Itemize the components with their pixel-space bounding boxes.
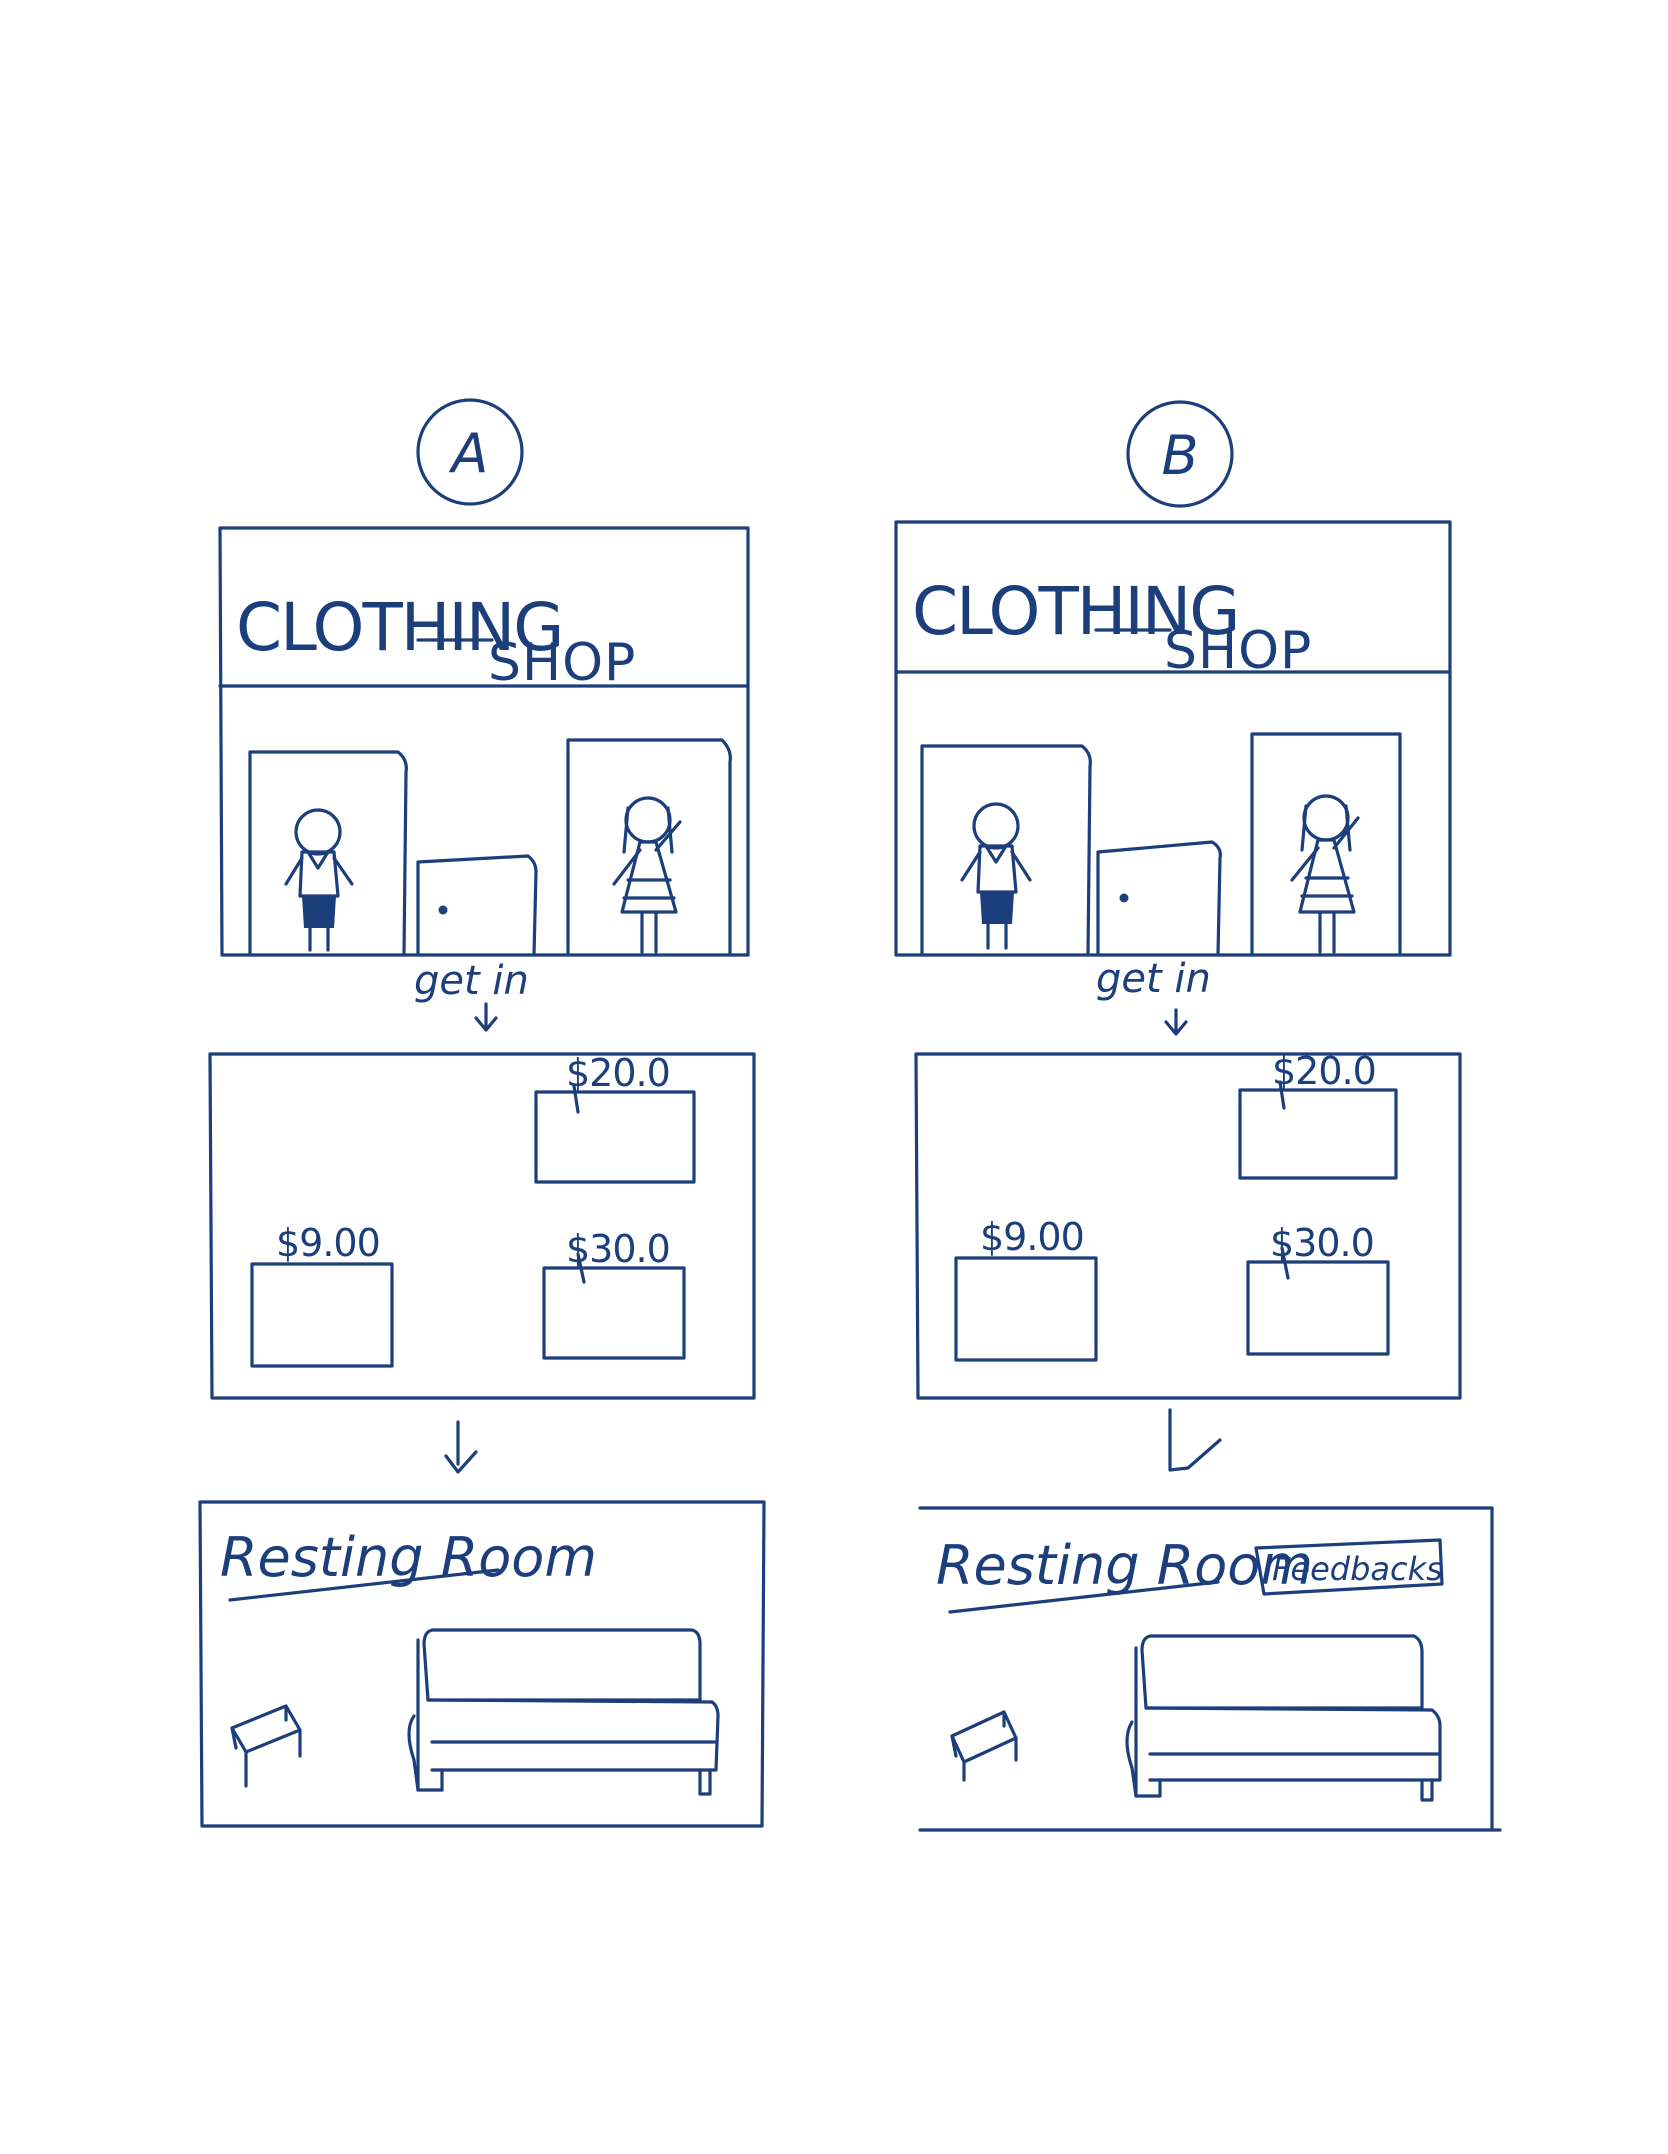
variant-b-storefront: CLOTHING SHOP xyxy=(894,520,1452,957)
variant-b-sofa-icon xyxy=(1125,1634,1442,1802)
variant-b-price-tag: $20.0 xyxy=(1272,1049,1376,1093)
variant-b: B CLOTHING SHOP xyxy=(894,400,1502,1832)
variant-a-label: A xyxy=(449,422,489,485)
variant-a: A CLOTHING SHOP xyxy=(198,398,766,1828)
variant-a-storefront: CLOTHING SHOP xyxy=(218,526,750,957)
variant-a-item-box[interactable] xyxy=(250,1262,394,1368)
variant-a-item-box[interactable] xyxy=(542,1266,686,1360)
variant-a-price-tag: $20.0 xyxy=(566,1051,670,1095)
variant-b-price-stick xyxy=(1278,1080,1286,1110)
variant-b-shop-floor: $20.0 $9.00 $30.0 xyxy=(914,1049,1462,1400)
variant-b-item-box[interactable] xyxy=(954,1256,1098,1362)
variant-a-badge xyxy=(416,398,524,506)
variant-a-middle-door[interactable] xyxy=(416,854,538,957)
variant-b-shop-name-line2: SHOP xyxy=(1164,621,1312,681)
variant-a-shop-name-line1: CLOTHING xyxy=(236,589,562,666)
variant-a-shop-floor: $20.0 $9.00 $30.0 xyxy=(208,1051,756,1400)
variant-a-girl-figure xyxy=(612,796,682,954)
variant-b-item-box[interactable] xyxy=(1238,1088,1398,1180)
variant-a-left-door[interactable] xyxy=(248,750,408,957)
variant-b-item-box[interactable] xyxy=(1246,1260,1390,1356)
variant-b-table-icon xyxy=(950,1710,1018,1782)
variant-b-left-door[interactable] xyxy=(920,744,1092,957)
variant-b-price-stick xyxy=(1280,1246,1290,1280)
variant-a-sofa-icon xyxy=(407,1628,720,1796)
variant-a-transition-label: get in xyxy=(414,958,529,1004)
variant-b-label: B xyxy=(1161,424,1198,487)
variant-a-arrow-icon xyxy=(474,1002,498,1032)
variant-a-price-stick xyxy=(576,1252,586,1284)
variant-b-arrow-icon xyxy=(1164,1008,1188,1036)
variant-a-door-knob xyxy=(438,905,448,915)
variant-b-door-knob xyxy=(1119,893,1129,903)
variant-a-arrow-icon xyxy=(444,1420,478,1474)
variant-b-price-tag: $9.00 xyxy=(980,1215,1084,1259)
variant-b-room-title: Resting Room xyxy=(936,1534,1313,1597)
variant-a-table-icon xyxy=(230,1704,302,1788)
variant-a-right-door[interactable] xyxy=(566,738,732,957)
variant-b-boy-figure xyxy=(960,802,1032,950)
variant-a-boy-figure xyxy=(284,808,354,952)
variant-a-resting-room: Resting Room xyxy=(198,1500,766,1828)
variant-b-arrow-icon xyxy=(1168,1408,1222,1472)
variant-a-title-underline xyxy=(228,1568,500,1602)
variant-b-resting-room: Resting Room Feedbacks xyxy=(918,1506,1502,1832)
variant-b-right-door[interactable] xyxy=(1250,732,1402,957)
variant-b-feedback-button[interactable]: Feedbacks xyxy=(1254,1538,1444,1596)
variant-b-middle-door[interactable] xyxy=(1096,840,1222,957)
variant-b-price-tag: $30.0 xyxy=(1270,1221,1374,1265)
variant-b-title-underline xyxy=(948,1580,1220,1614)
variant-b-transition-label: get in xyxy=(1096,956,1211,1002)
variant-b-feedback-label: Feedbacks xyxy=(1272,1550,1443,1588)
variant-a-item-box[interactable] xyxy=(534,1090,696,1184)
variant-a-price-tag: $30.0 xyxy=(566,1227,670,1271)
variant-a-price-stick xyxy=(572,1084,580,1114)
variant-b-shop-name-line1: CLOTHING xyxy=(912,573,1238,650)
variant-a-shop-name-line2: SHOP xyxy=(488,633,636,693)
variant-b-girl-figure xyxy=(1290,794,1360,954)
variant-b-badge xyxy=(1126,400,1234,508)
variant-a-price-tag: $9.00 xyxy=(276,1221,380,1265)
